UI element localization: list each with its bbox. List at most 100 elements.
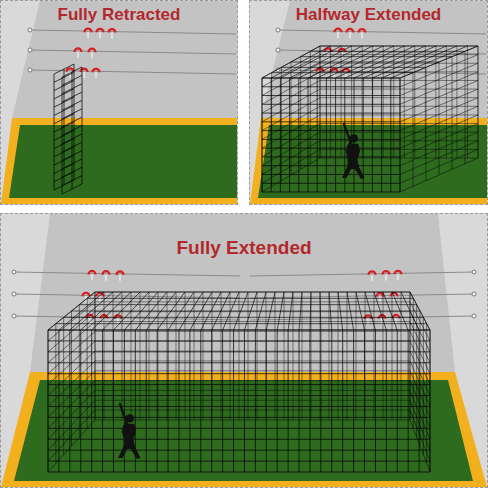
- net-strand: [419, 330, 420, 472]
- net-strand: [56, 323, 427, 324]
- net-strand: [48, 330, 430, 331]
- cable: [278, 30, 486, 34]
- net-strand: [157, 330, 158, 472]
- net-strand: [62, 151, 82, 161]
- pulley-hanger: [350, 32, 351, 38]
- net-strand: [400, 115, 478, 148]
- net-strand: [262, 78, 263, 192]
- net-strand: [280, 78, 281, 192]
- net-strand: [299, 330, 300, 472]
- net-strand: [410, 371, 430, 418]
- net-strand: [408, 330, 409, 472]
- net-strand: [62, 109, 82, 119]
- net-strand: [48, 330, 430, 331]
- net-strand: [54, 130, 74, 140]
- pulley-hanger: [88, 32, 89, 38]
- net-strand: [277, 330, 278, 472]
- net-strand: [48, 362, 430, 363]
- net-strand: [320, 140, 478, 141]
- net-strand: [48, 302, 95, 341]
- net-strand: [48, 406, 430, 407]
- net-strand: [113, 330, 114, 472]
- pulley: [85, 29, 92, 32]
- wall-hook: [28, 48, 32, 52]
- wall-hook: [28, 68, 32, 72]
- net-strand: [72, 311, 421, 312]
- net-strand: [262, 183, 400, 184]
- net-strand: [48, 439, 430, 440]
- net-strand: [48, 417, 430, 418]
- pulley-hanger: [84, 72, 85, 78]
- cable: [30, 30, 236, 34]
- net-strand: [262, 132, 320, 166]
- net-strand: [189, 330, 190, 472]
- net-strand: [91, 330, 92, 472]
- net-strand: [262, 104, 400, 105]
- net-strand: [320, 80, 478, 81]
- net-strand: [331, 330, 332, 472]
- net-strand: [400, 141, 478, 175]
- net-strand: [62, 67, 82, 77]
- net-strand: [54, 139, 74, 149]
- net-strand: [95, 410, 410, 411]
- net-strand: [95, 351, 410, 352]
- net-strand: [48, 450, 430, 451]
- net-strand: [272, 72, 413, 73]
- net-strand: [326, 78, 327, 192]
- floor-border: [1, 372, 487, 487]
- pulley: [89, 271, 96, 274]
- net-strand: [400, 78, 401, 192]
- net-strand: [262, 78, 263, 192]
- cable: [14, 272, 240, 276]
- pulley-hanger: [398, 274, 399, 280]
- net-strand: [266, 330, 267, 472]
- net-strand: [400, 78, 401, 192]
- net-strand: [281, 67, 426, 68]
- pulley: [377, 293, 384, 297]
- net-strand: [262, 124, 320, 157]
- net-strand: [271, 78, 272, 192]
- net-strand: [48, 472, 430, 473]
- net-strand: [95, 292, 410, 293]
- net-strand: [62, 126, 82, 136]
- net-strand: [341, 46, 342, 158]
- net-strand: [262, 156, 400, 157]
- net-strand: [95, 360, 410, 361]
- net-strand: [262, 139, 400, 140]
- net-strand: [178, 330, 179, 472]
- net-strand: [255, 330, 256, 472]
- net-strand: [410, 420, 430, 472]
- pulley: [89, 49, 96, 53]
- net-strand: [262, 149, 320, 183]
- net-strand: [222, 330, 223, 472]
- panel-title: Halfway Extended: [250, 5, 487, 25]
- net-strand: [400, 158, 478, 192]
- net-strand: [390, 78, 391, 192]
- net-strand: [95, 331, 410, 332]
- net-strand: [262, 86, 400, 87]
- net-strand: [310, 51, 465, 52]
- net-strand: [62, 134, 82, 144]
- pulley: [393, 315, 400, 318]
- side-wall: [0, 0, 238, 205]
- net-strand: [400, 89, 478, 122]
- net-strand: [262, 148, 400, 149]
- net-strand: [320, 106, 478, 107]
- net-strand: [48, 395, 430, 396]
- net-strand: [168, 330, 169, 472]
- net-strand: [262, 89, 320, 122]
- net-strand: [48, 373, 430, 374]
- net-strand: [298, 78, 299, 192]
- net-strand: [62, 100, 82, 110]
- pulley-hanger: [386, 275, 387, 281]
- pulley: [117, 271, 124, 274]
- pulley: [103, 271, 110, 274]
- net-strand: [410, 390, 430, 439]
- pulley-hanger: [92, 274, 93, 280]
- net-strand: [410, 410, 430, 461]
- net-strand: [288, 330, 289, 472]
- net-strand: [64, 317, 424, 318]
- net-strand: [400, 80, 478, 113]
- net-strand: [362, 46, 363, 158]
- net-strand: [320, 132, 478, 133]
